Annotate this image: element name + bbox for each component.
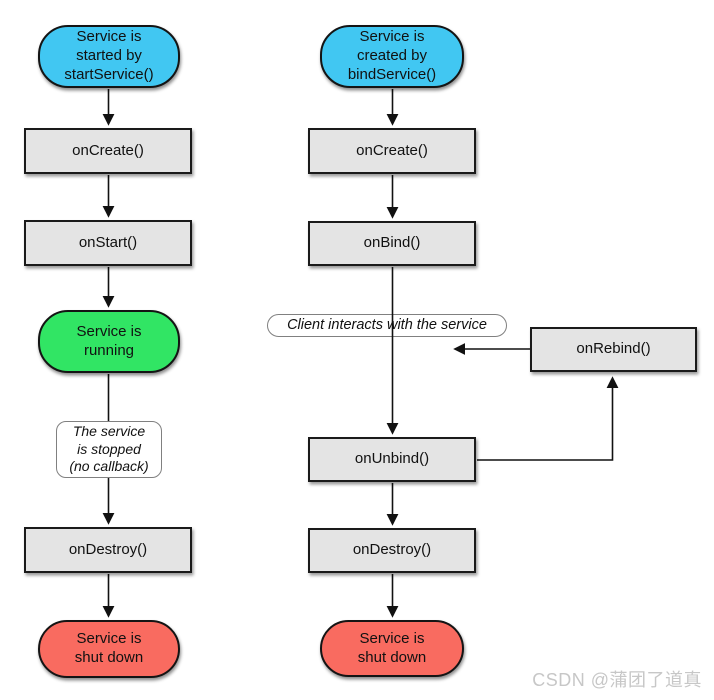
node-onrebind: onRebind() (530, 327, 697, 372)
csdn-watermark: CSDN @蒲团了道真 (532, 670, 702, 690)
node-service-running: Service is running (38, 310, 180, 373)
arrow-onunbind-to-onrebind (477, 376, 619, 461)
note-client-interacts: Client interacts with the service (267, 314, 507, 337)
note-service-stopped: The service is stopped (no callback) (56, 421, 162, 478)
node-onbind: onBind() (308, 221, 476, 266)
node-ondestroy-right: onDestroy() (308, 528, 476, 573)
node-oncreate-left: onCreate() (24, 128, 192, 174)
node-service-shutdown-right: Service is shut down (320, 620, 464, 677)
node-oncreate-right: onCreate() (308, 128, 476, 174)
node-service-created: Service is created by bindService() (320, 25, 464, 88)
node-service-shutdown-left: Service is shut down (38, 620, 180, 678)
node-ondestroy-left: onDestroy() (24, 527, 192, 573)
node-service-started: Service is started by startService() (38, 25, 180, 88)
node-onstart: onStart() (24, 220, 192, 266)
node-onunbind: onUnbind() (308, 437, 476, 482)
